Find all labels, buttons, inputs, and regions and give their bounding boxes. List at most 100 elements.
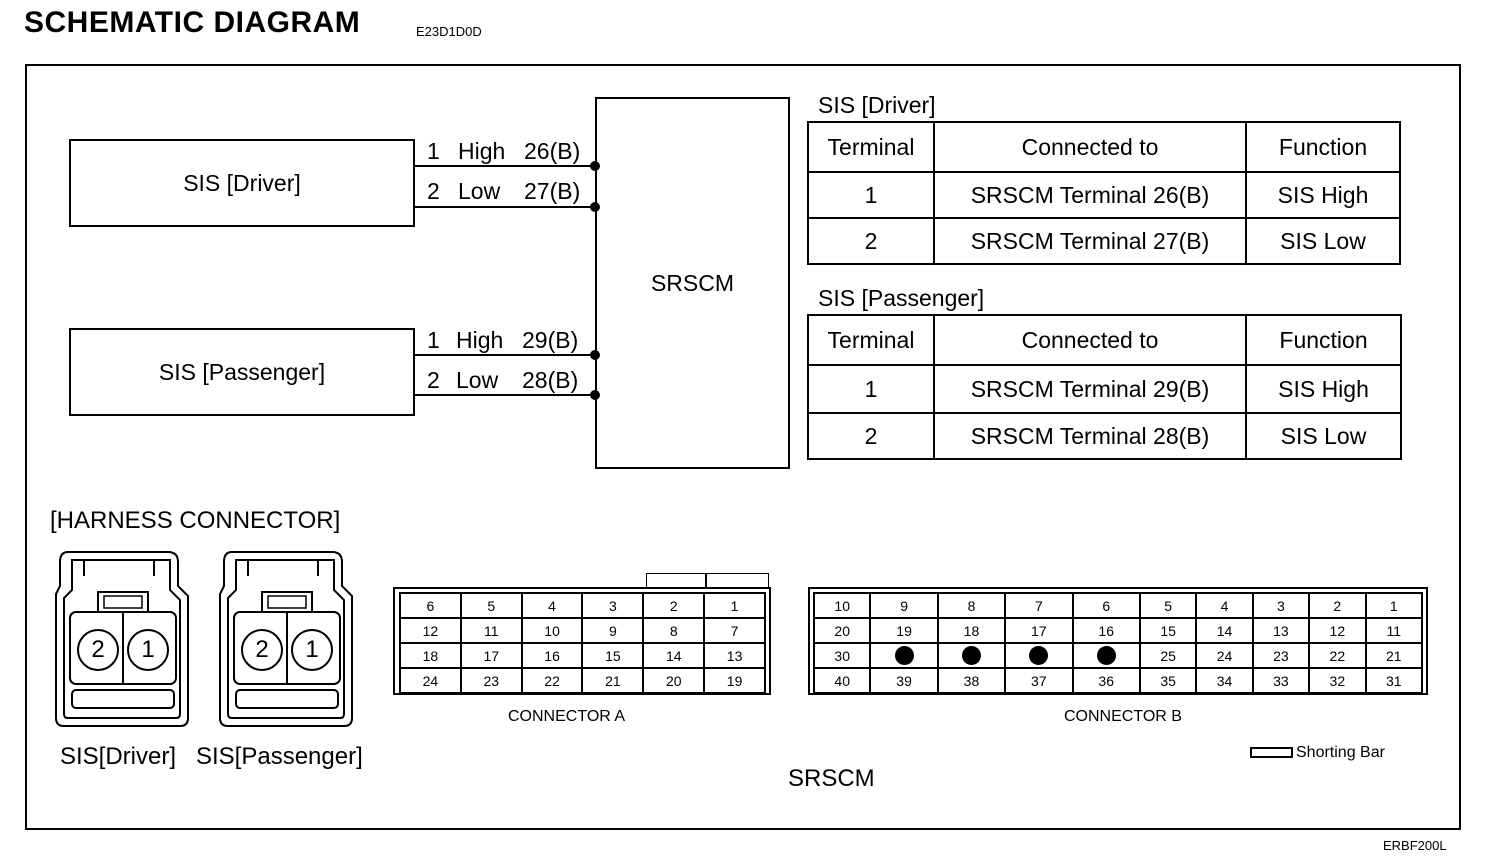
filled-cavity-dot (961, 646, 981, 665)
connector-b-pin: 11 (1364, 617, 1424, 644)
connector-a-label: CONNECTOR A (508, 708, 626, 725)
connector-b-pin: 30 (812, 642, 872, 669)
connector-a-pin: 14 (642, 642, 706, 669)
shorting-bar-legend-icon (1250, 747, 1293, 758)
connector-b-pin: 22 (1308, 642, 1367, 669)
table-cell: 1 (807, 364, 935, 414)
driver-low-pin: 2 (427, 178, 440, 204)
connector-b-pin: 14 (1195, 617, 1254, 644)
passenger-high-pin: 1 (427, 327, 440, 353)
passenger-low-terminal: 28(B) (522, 367, 579, 393)
connector-b-pin: 15 (1138, 617, 1198, 644)
harness-passenger-label: SIS[Passenger] (196, 743, 363, 770)
connector-b-pin: 25 (1138, 642, 1198, 669)
connector-b-pin: 38 (936, 667, 1007, 694)
connector-b-pin: 8 (936, 592, 1007, 619)
table-row: 1 SRSCM Terminal 26(B) SIS High (807, 171, 1401, 219)
connector-b-pin: 16 (1071, 617, 1141, 644)
connector-a-pin: 5 (459, 592, 523, 619)
connector-a-pin: 17 (459, 642, 523, 669)
connector-a-pin: 13 (703, 642, 766, 669)
connector-b-pin: 18 (936, 617, 1007, 644)
filled-cavity-dot (1096, 646, 1116, 665)
connector-a-pin: 24 (399, 667, 462, 694)
driver-pin-label: 2 (91, 636, 105, 663)
passenger-pin-label: 1 (305, 636, 319, 663)
filled-cavity-dot (894, 646, 914, 665)
connector-b-pin: 7 (1004, 592, 1074, 619)
table-header-cell: Connected to (933, 314, 1247, 366)
connector-b-pin: 17 (1004, 617, 1074, 644)
connector-a-pin: 16 (520, 642, 584, 669)
connector-a-pin: 3 (581, 592, 645, 619)
connector-b-filled-cavity (936, 642, 1007, 669)
driver-high-wire (415, 165, 595, 167)
sis-passenger-box: SIS [Passenger] (69, 328, 415, 416)
sis-passenger-connector (219, 551, 353, 727)
passenger-high-wire (415, 354, 595, 356)
connector-b-pin: 19 (869, 617, 939, 644)
driver-table-title: SIS [Driver] (818, 92, 936, 118)
connector-b-pin: 6 (1071, 592, 1141, 619)
table-cell: SRSCM Terminal 28(B) (933, 412, 1247, 460)
table-header-row: Terminal Connected to Function (807, 121, 1401, 173)
connector-b-pin: 35 (1138, 667, 1198, 694)
diagram-frame (25, 64, 1461, 830)
srscm-caption: SRSCM (788, 765, 875, 792)
connector-a-pin: 1 (703, 592, 766, 619)
table-cell: SIS Low (1245, 217, 1401, 265)
connector-b-filled-cavity (1004, 642, 1074, 669)
connector-a-pin: 21 (581, 667, 645, 694)
connector-a-pin: 4 (520, 592, 584, 619)
connector-a-pin: 18 (399, 642, 462, 669)
connector-b-pin: 39 (869, 667, 939, 694)
driver-high-pin: 1 (427, 138, 440, 164)
table-cell: SRSCM Terminal 26(B) (933, 171, 1247, 219)
passenger-low-name: Low (456, 367, 499, 393)
connector-b-pin: 10 (812, 592, 872, 619)
connector-b-pin: 12 (1308, 617, 1367, 644)
connector-b-pin: 9 (869, 592, 939, 619)
connector-b-filled-cavity (1071, 642, 1141, 669)
connector-b-label: CONNECTOR B (1064, 708, 1182, 725)
connector-a-pin: 7 (703, 617, 766, 644)
table-cell: 1 (807, 171, 935, 219)
passenger-terminal-table: Terminal Connected to Function 1 SRSCM T… (807, 314, 1402, 460)
driver-high-junction (590, 161, 600, 171)
passenger-low-junction (590, 390, 600, 400)
connector-b-pin: 4 (1195, 592, 1254, 619)
table-cell: SRSCM Terminal 27(B) (933, 217, 1247, 265)
connector-b-filled-cavity (869, 642, 939, 669)
table-header-cell: Connected to (933, 121, 1247, 173)
passenger-table-title: SIS [Passenger] (818, 285, 985, 311)
connector-a-pin: 20 (642, 667, 706, 694)
table-header-cell: Function (1245, 314, 1402, 366)
table-cell: SIS High (1245, 171, 1401, 219)
connector-b-pin: 5 (1138, 592, 1198, 619)
harness-connector-title: [HARNESS CONNECTOR] (50, 507, 341, 534)
driver-low-wire (415, 206, 595, 208)
table-header-row: Terminal Connected to Function (807, 314, 1402, 366)
connector-a-pin: 11 (459, 617, 523, 644)
passenger-pin-label: 2 (255, 636, 269, 663)
connector-a-pin: 9 (581, 617, 645, 644)
table-cell: 2 (807, 412, 935, 460)
passenger-high-terminal: 29(B) (522, 327, 579, 353)
connector-a-pin: 23 (459, 667, 523, 694)
connector-a-pin: 8 (642, 617, 706, 644)
srscm-box: SRSCM (595, 97, 790, 469)
table-cell: SRSCM Terminal 29(B) (933, 364, 1247, 414)
connector-b-pin: 34 (1195, 667, 1254, 694)
connector-b-pin: 33 (1251, 667, 1311, 694)
connector-a-pin: 15 (581, 642, 645, 669)
driver-high-terminal: 26(B) (524, 138, 581, 164)
passenger-high-junction (590, 350, 600, 360)
